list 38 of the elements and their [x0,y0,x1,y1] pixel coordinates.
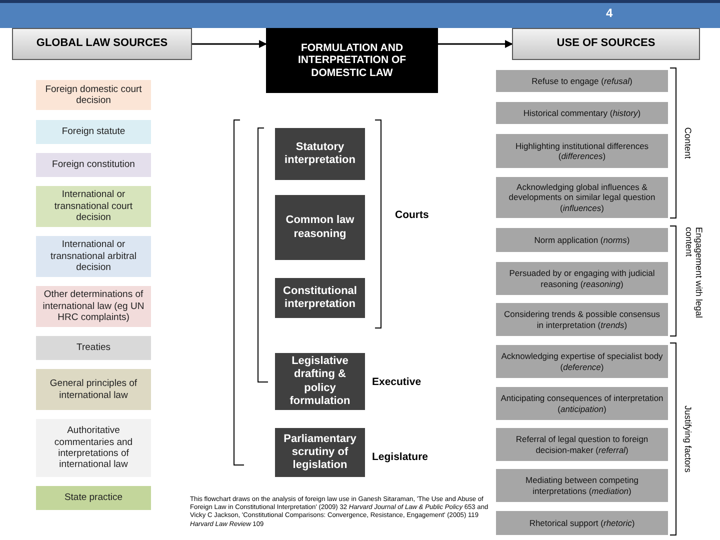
group-label: Courts [395,209,429,221]
process-box: Parliamentary scrutiny of legislation [275,428,365,477]
source-box: Foreign constitution [36,153,151,177]
source-box: State practice [36,486,151,510]
category-box: Acknowledging global influences & developments on similar legal question (influences) [496,177,668,218]
header-box: FORMULATION AND INTERPRETATION OF DOMESTIC LAW [266,28,438,93]
arrow [438,40,513,48]
source-box: International or transnational arbitral decision [36,236,151,277]
source-box: Foreign statute [36,120,151,144]
process-box: Constitutional interpretation [275,278,365,318]
group-label: Content [683,127,693,159]
category-box: Mediating between competing interpretations (mediation) [496,469,668,502]
category-box: Persuaded by or engaging with judicial reasoning (reasoning) [496,262,668,295]
process-box: Legislative drafting & policy formulation [275,353,365,410]
group-label: Justifying factors [683,405,693,473]
category-box: Rhetorical support (rhetoric) [496,511,668,535]
category-box: Acknowledging expertise of specialist body (deference) [496,345,668,378]
source-box: Authoritative commentaries and interpretations of international law [36,419,151,477]
header-box: GLOBAL LAW SOURCES [12,28,192,60]
category-box: Highlighting institutional differences (differences) [496,134,668,168]
category-box: Refuse to engage (refusal) [496,70,668,92]
source-box: Other determinations of international law (eg UN HRC complaints) [36,286,151,327]
source-box: General principles of international law [36,369,151,410]
group-label: Engagement with legal content [683,227,703,320]
category-box: Referral of legal question to foreign decision-maker (referral) [496,428,668,461]
process-box: Common law reasoning [275,195,365,260]
source-box: Treaties [36,336,151,360]
group-label: Executive [372,376,422,388]
process-box: Statutory interpretation [275,128,365,180]
category-box: Considering trends & possible consensus in interpretation (trends) [496,303,668,336]
source-box: Foreign domestic court decision [36,80,151,110]
source-box: International or transnational court decision [36,186,151,227]
header-box: USE OF SOURCES [512,28,700,60]
category-box: Anticipating consequences of interpretation (anticipation) [496,387,668,420]
page-number: 4 [606,6,613,20]
arrow [192,40,267,48]
category-box: Norm application (norms) [496,228,668,252]
category-box: Historical commentary (history) [496,102,668,124]
